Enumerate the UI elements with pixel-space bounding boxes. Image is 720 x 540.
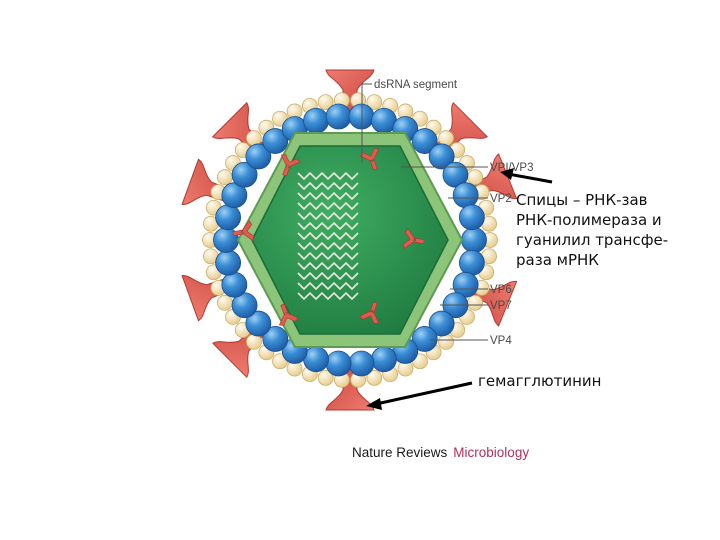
journal-credit: Nature Reviews Microbiology bbox=[352, 445, 529, 460]
spikes-line-1: Спицы – РНК-зав bbox=[516, 190, 706, 210]
label-vp4: VP4 bbox=[490, 335, 512, 347]
hemagglutinin-annotation: гемагглютинин bbox=[478, 371, 601, 391]
credit-journal: Nature Reviews bbox=[352, 445, 447, 460]
label-vp7: VP7 bbox=[490, 300, 512, 312]
spikes-line-2: РНК-полимераза и bbox=[516, 210, 706, 230]
spikes-line-4: раза мРНК bbox=[516, 250, 706, 270]
spikes-line-3: гуанилил трансфе- bbox=[516, 230, 706, 250]
credit-section: Microbiology bbox=[453, 445, 529, 460]
label-dsrna-segment: dsRNA segment bbox=[374, 79, 458, 91]
label-vp6: VP6 bbox=[490, 284, 512, 296]
spikes-annotation: Спицы – РНК-зав РНК-полимераза и гуанили… bbox=[516, 190, 706, 270]
label-vp2: VP2 bbox=[490, 193, 512, 205]
